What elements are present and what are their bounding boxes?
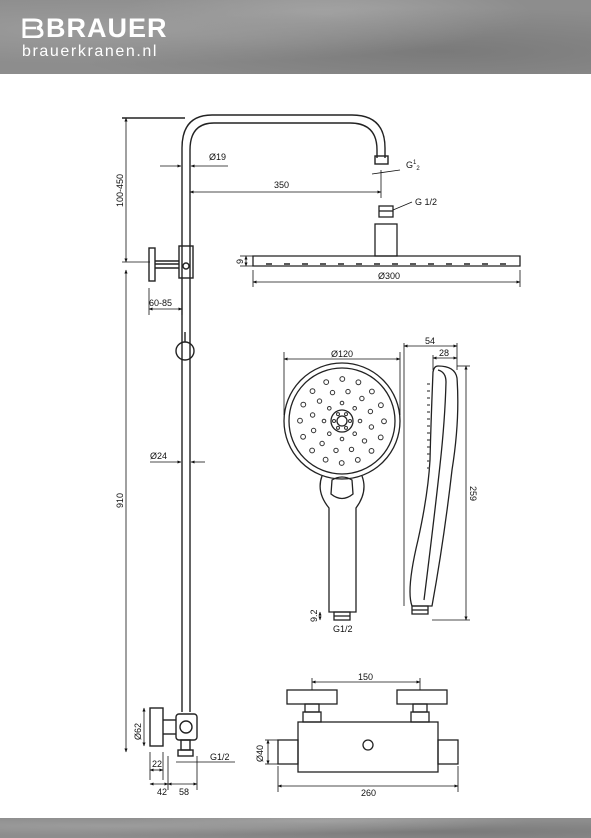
nozzle-dot <box>321 418 327 424</box>
dim-60-85: 60-85 <box>149 298 172 308</box>
nozzle-dot <box>336 412 340 417</box>
nozzle-dot <box>322 456 329 463</box>
nozzle-dot <box>329 389 336 396</box>
dim-d120: Ø120 <box>331 349 353 359</box>
nozzle-dot <box>300 433 307 440</box>
shower-column <box>122 114 389 757</box>
nozzle-dot <box>309 447 316 454</box>
nozzle-dot <box>338 460 345 466</box>
nozzle-dot <box>344 412 348 417</box>
dim-9-2: 9.2 <box>309 609 319 622</box>
dim-42: 42 <box>157 787 167 797</box>
dim-g-top: G12 <box>406 160 420 172</box>
dim-g12-hand: G1/2 <box>333 624 353 634</box>
nozzle-dot <box>336 425 340 430</box>
dim-head-thickness: 9 <box>235 259 245 264</box>
nozzle-dot <box>327 431 332 437</box>
nozzle-dot <box>316 398 323 404</box>
nozzle-dot <box>359 395 365 402</box>
dim-g12-bottom: G1/2 <box>210 752 230 762</box>
nozzle-dot <box>368 448 375 454</box>
footer-banner <box>0 818 591 838</box>
nozzle-dot <box>309 388 316 395</box>
nozzle-dot <box>332 419 336 423</box>
nozzle-dot <box>348 419 352 423</box>
nozzle-dot <box>354 457 361 463</box>
dim-259: 259 <box>468 486 478 501</box>
nozzle-dot <box>369 388 375 395</box>
nozzle-dot <box>310 427 317 434</box>
hand-shower-side-texture <box>427 383 430 469</box>
nozzle-dot <box>345 388 351 395</box>
nozzle-dot <box>368 424 375 430</box>
nozzle-dot <box>381 418 387 425</box>
nozzle-dot <box>327 406 332 411</box>
nozzle-dot <box>348 446 355 453</box>
dim-28: 28 <box>439 348 449 358</box>
nozzle-dot <box>297 417 303 424</box>
dim-150: 150 <box>358 672 373 682</box>
nozzle-dot <box>352 431 358 437</box>
dim-100-450: 100-450 <box>115 174 125 207</box>
dim-d62: Ø62 <box>133 723 143 740</box>
nozzle-dot <box>378 402 384 409</box>
nozzle-dot <box>344 425 348 430</box>
nozzle-dot <box>357 418 363 424</box>
nozzle-dot <box>339 436 345 442</box>
brand-name: BRAUER <box>46 13 168 43</box>
hand-shower-side <box>409 365 459 615</box>
nozzle-dot <box>319 440 325 447</box>
nozzle-dot <box>361 438 368 444</box>
overhead-shower <box>252 205 521 267</box>
dim-22: 22 <box>152 759 162 769</box>
hand-shower-nozzles <box>297 376 387 466</box>
dim-54: 54 <box>425 336 435 346</box>
nozzle-dot <box>352 406 358 411</box>
dim-d24: Ø24 <box>150 451 167 461</box>
dim-260: 260 <box>361 788 376 798</box>
thermostat-mixer <box>277 689 459 773</box>
nozzle-dot <box>367 408 374 415</box>
dim-g-half-small: G 1/2 <box>415 197 437 207</box>
dim-58: 58 <box>179 787 189 797</box>
header-banner: BRAUER brauerkranen.nl <box>0 0 591 74</box>
nozzle-dot <box>355 379 362 386</box>
brand-b-icon <box>22 18 44 38</box>
hand-shower-front <box>283 362 401 621</box>
dim-d300: Ø300 <box>378 271 400 281</box>
dim-d40: Ø40 <box>255 745 265 762</box>
nozzle-dot <box>333 447 339 454</box>
nozzle-dot <box>323 379 330 386</box>
brand-logo: BRAUER brauerkranen.nl <box>22 14 168 60</box>
nozzle-dot <box>309 412 316 418</box>
nozzle-dot <box>339 400 345 406</box>
nozzle-dot <box>339 376 346 382</box>
nozzle-dot <box>300 401 307 408</box>
brand-website: brauerkranen.nl <box>22 43 159 60</box>
dim-350: 350 <box>274 180 289 190</box>
dim-d19: Ø19 <box>209 152 226 162</box>
dim-910: 910 <box>115 493 125 508</box>
nozzle-dot <box>377 434 384 441</box>
